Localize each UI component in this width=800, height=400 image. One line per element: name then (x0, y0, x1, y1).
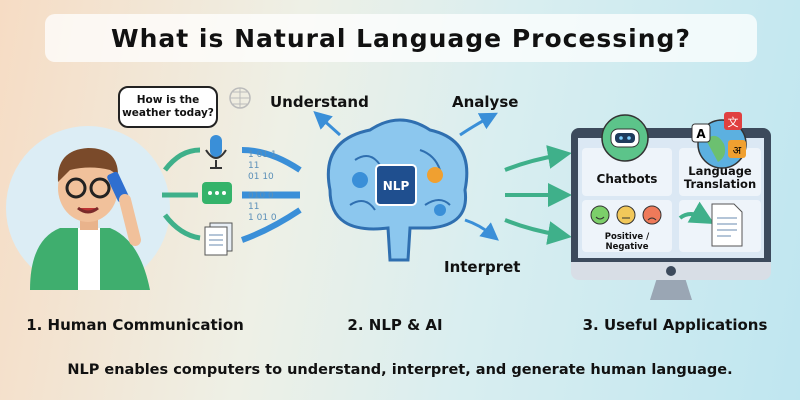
translation-label: Language Translation (679, 165, 761, 191)
arrow-green (678, 201, 715, 224)
speech-bubble: How is the weather today? (118, 86, 218, 128)
footer-caption: NLP enables computers to understand, int… (67, 362, 733, 378)
chat-icon (202, 182, 232, 204)
glyph-latin: A (696, 127, 706, 141)
face (58, 154, 118, 222)
binary-text: 11 (248, 202, 260, 212)
arrow-green (163, 147, 201, 172)
gear-icon (427, 167, 443, 183)
sentiment-label: Positive / Negative (604, 232, 650, 252)
person-illustration (6, 126, 170, 290)
sentiment-faces (590, 205, 662, 225)
happy-face-icon (590, 205, 610, 225)
binary-text: 1 01 0 (248, 213, 277, 223)
brain-illustration: NLP (326, 118, 469, 262)
glyph-hindi: अ (733, 144, 742, 157)
chip-label: NLP (383, 179, 410, 193)
monitor-stand (650, 280, 692, 300)
translation-globe-icon: A 文 अ (691, 112, 747, 169)
translation-label-line2: Translation (683, 177, 757, 191)
label-understand: Understand (270, 93, 369, 111)
sad-face-icon (642, 205, 662, 225)
action-arrows (313, 110, 499, 241)
binary-text: 11 (248, 161, 260, 171)
document-icon (204, 222, 233, 256)
nlp-chip (375, 164, 417, 206)
gear-icon (352, 172, 368, 188)
arrow-blue (241, 147, 302, 173)
binary-text: 01 10 (248, 172, 274, 182)
hair (57, 148, 118, 182)
translation-label-line1: Language (688, 164, 752, 178)
output-arrows (504, 145, 572, 245)
label-analyse: Analyse (452, 93, 519, 111)
binary-stream: 1 01 1 11 01 10 010 0 11 1 01 0 (248, 150, 298, 224)
step-2-label: 2. NLP & AI (347, 316, 443, 334)
glyph-chinese: 文 (728, 115, 739, 129)
neutral-face-icon (616, 205, 636, 225)
chatbots-label: Chatbots (596, 172, 658, 186)
glasses (65, 177, 87, 199)
binary-text: 010 0 (248, 191, 274, 201)
robot-icon (601, 114, 649, 162)
gear-icon (434, 204, 446, 216)
step-1-label: 1. Human Communication (26, 316, 244, 334)
document-icon (711, 203, 743, 247)
microphone-icon (205, 135, 227, 169)
document-output (678, 201, 743, 247)
binary-text: 1 01 1 (248, 150, 277, 160)
step-3-label: 3. Useful Applications (582, 316, 768, 334)
label-interpret: Interpret (444, 258, 521, 276)
input-flow (162, 135, 302, 256)
tshirt (78, 228, 100, 290)
power-button (666, 266, 676, 276)
globe-icon (229, 87, 251, 109)
page-title: What is Natural Language Processing? (45, 14, 757, 62)
